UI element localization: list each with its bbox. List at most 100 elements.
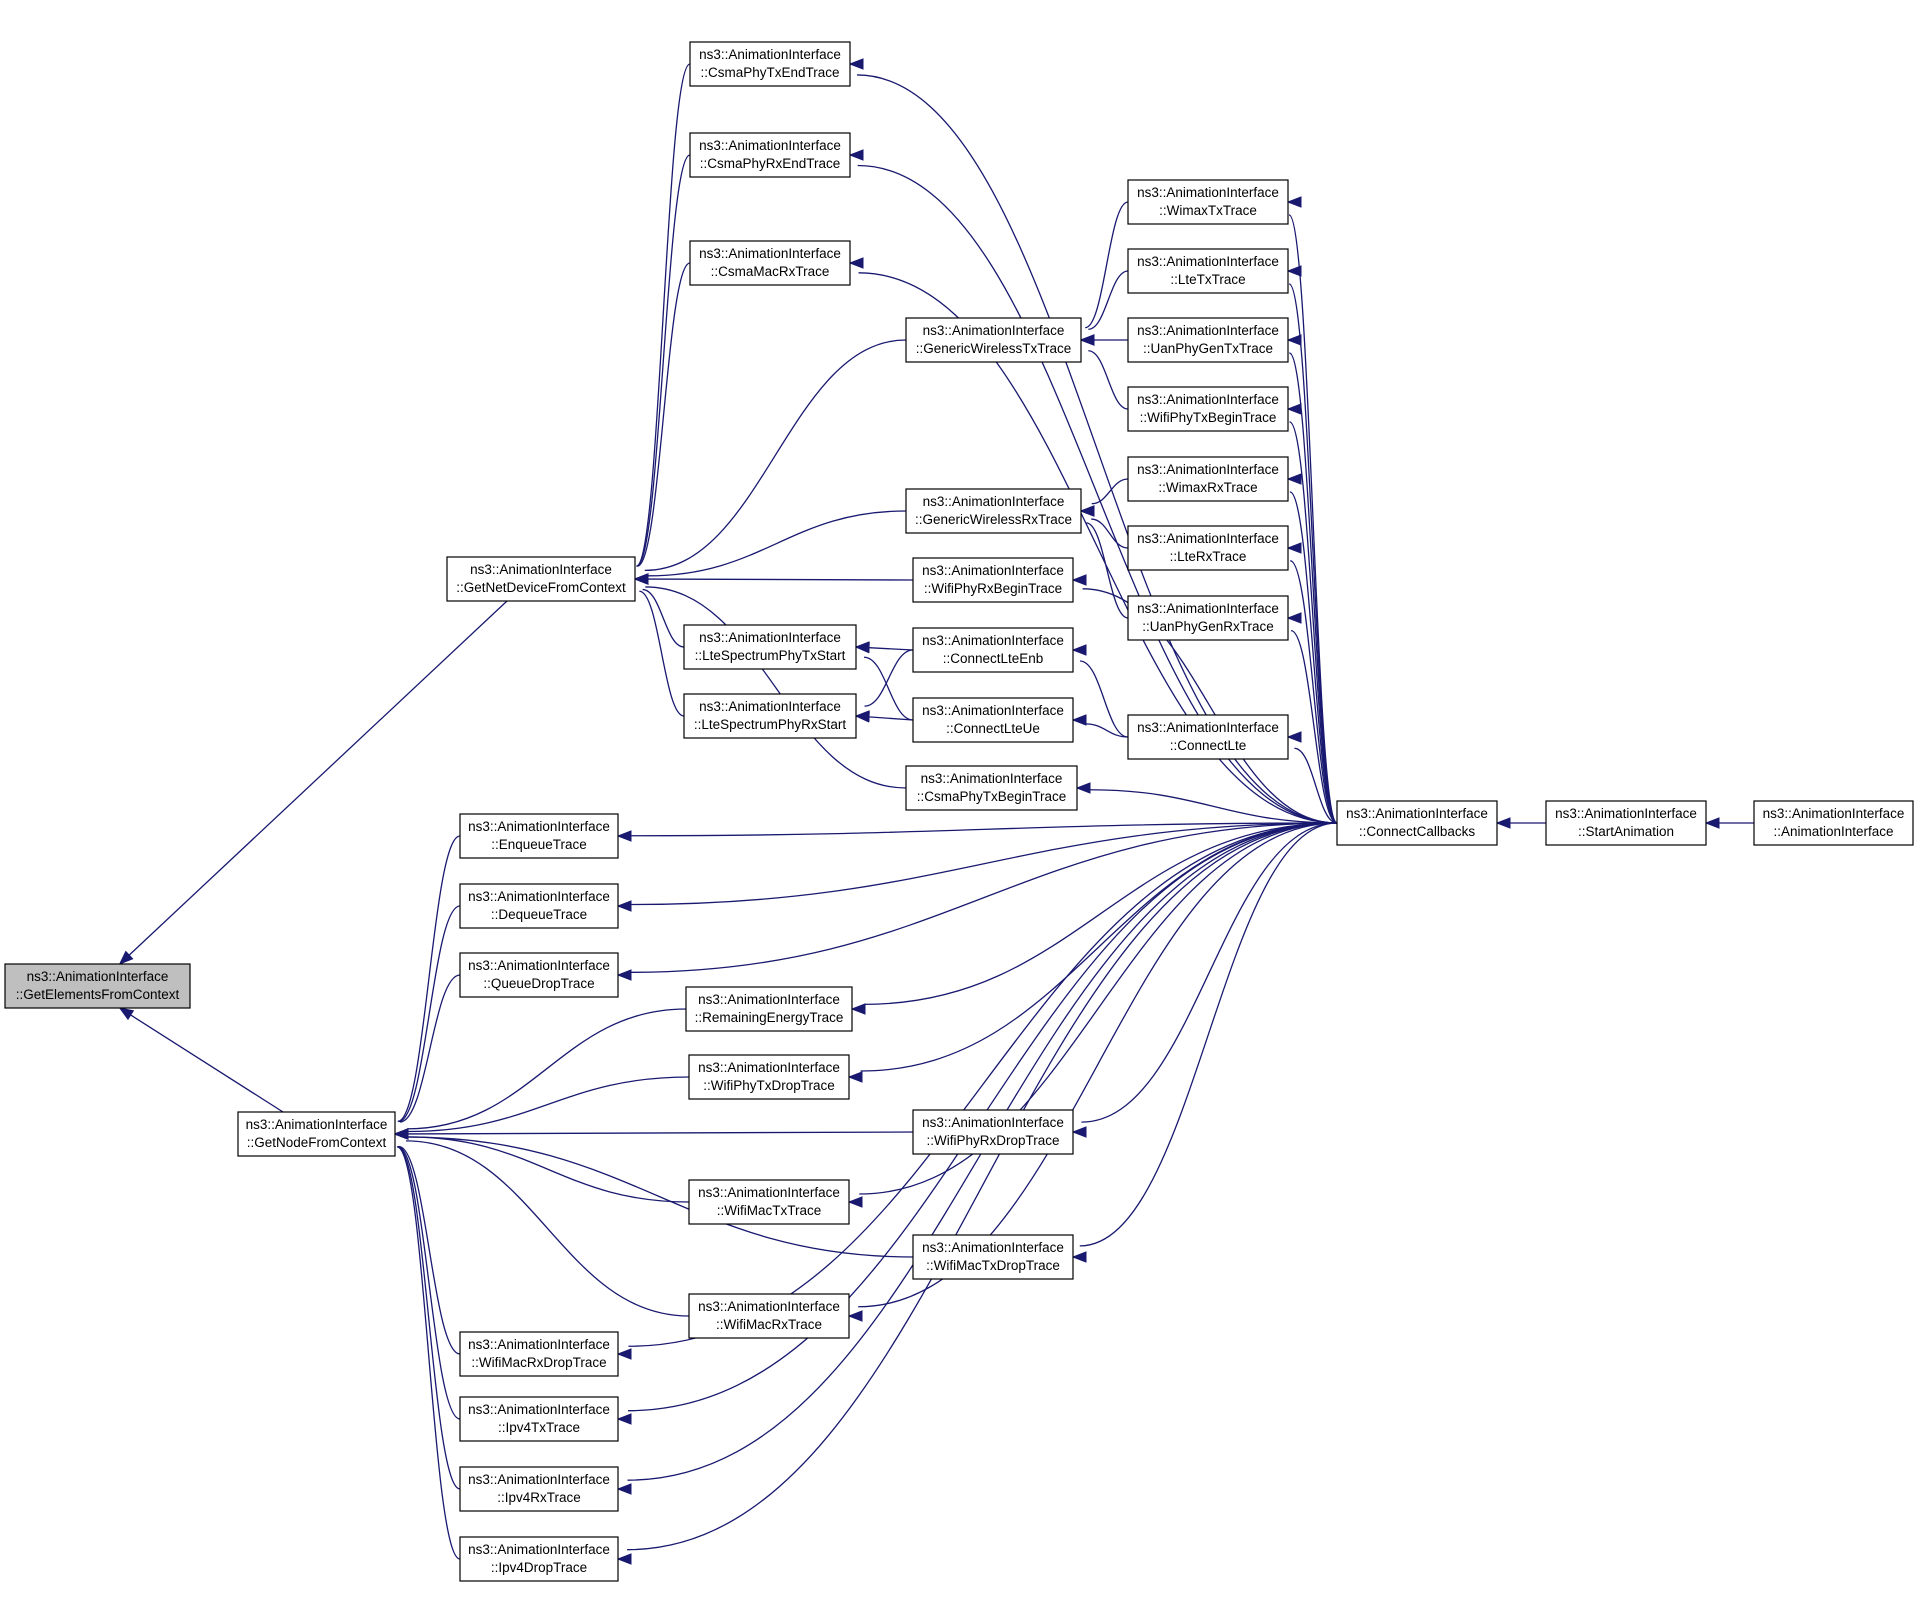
function-box[interactable] xyxy=(1127,386,1289,432)
function-box[interactable] xyxy=(912,557,1074,603)
node-method-label: ::UanPhyGenRxTrace xyxy=(1142,619,1274,634)
node-lrt[interactable]: ns3::AnimationInterface::LteRxTrace xyxy=(1127,525,1289,571)
function-box[interactable] xyxy=(237,1111,396,1157)
function-box[interactable] xyxy=(459,813,619,859)
node-wptb[interactable]: ns3::AnimationInterface::WifiPhyTxBeginT… xyxy=(1127,386,1289,432)
node-i4t[interactable]: ns3::AnimationInterface::Ipv4TxTrace xyxy=(459,1396,619,1442)
arrowhead-ai-to-sa xyxy=(1704,817,1720,829)
function-box[interactable] xyxy=(905,317,1082,363)
node-wmtd[interactable]: ns3::AnimationInterface::WifiMacTxDropTr… xyxy=(912,1234,1074,1280)
node-wmt[interactable]: ns3::AnimationInterface::WifiMacTxTrace xyxy=(688,1179,850,1225)
node-wmr[interactable]: ns3::AnimationInterface::WifiMacRxTrace xyxy=(688,1293,850,1339)
function-box[interactable] xyxy=(688,1179,850,1225)
node-upgt[interactable]: ns3::AnimationInterface::UanPhyGenTxTrac… xyxy=(1127,317,1289,363)
edge-cc-to-wmr xyxy=(858,822,1338,1308)
function-box[interactable] xyxy=(685,986,853,1032)
node-ai[interactable]: ns3::AnimationInterface::AnimationInterf… xyxy=(1753,800,1914,846)
function-box[interactable] xyxy=(1336,800,1498,846)
edge-cle-to-lspr xyxy=(864,649,914,707)
node-gndfc[interactable]: ns3::AnimationInterface::GetNetDeviceFro… xyxy=(446,556,636,602)
edge-deq-to-gnfc xyxy=(398,905,461,1123)
node-cc[interactable]: ns3::AnimationInterface::ConnectCallback… xyxy=(1336,800,1498,846)
node-ret[interactable]: ns3::AnimationInterface::RemainingEnergy… xyxy=(685,986,853,1032)
function-box[interactable] xyxy=(688,1054,850,1100)
arrowhead-cc-to-qd xyxy=(616,969,632,981)
node-cle[interactable]: ns3::AnimationInterface::ConnectLteEnb xyxy=(912,627,1074,673)
function-box[interactable] xyxy=(1127,317,1289,363)
node-lspt[interactable]: ns3::AnimationInterface::LteSpectrumPhyT… xyxy=(683,624,857,670)
function-box[interactable] xyxy=(683,693,857,739)
function-box[interactable] xyxy=(459,952,619,998)
node-wxt[interactable]: ns3::AnimationInterface::WimaxTxTrace xyxy=(1127,179,1289,225)
node-cptb[interactable]: ns3::AnimationInterface::CsmaPhyTxBeginT… xyxy=(905,765,1078,811)
node-cpte[interactable]: ns3::AnimationInterface::CsmaPhyTxEndTra… xyxy=(689,41,851,87)
node-sa[interactable]: ns3::AnimationInterface::StartAnimation xyxy=(1545,800,1707,846)
function-box[interactable] xyxy=(1127,595,1289,641)
node-deq[interactable]: ns3::AnimationInterface::DequeueTrace xyxy=(459,883,619,929)
function-box[interactable] xyxy=(459,1466,619,1512)
node-method-label: ::WimaxRxTrace xyxy=(1158,480,1257,495)
function-box[interactable] xyxy=(912,627,1074,673)
function-box[interactable] xyxy=(905,765,1078,811)
edge-ret-to-gnfc xyxy=(406,1008,687,1130)
edge-wmtd-to-gnfc xyxy=(407,1136,914,1258)
node-gwr[interactable]: ns3::AnimationInterface::GenericWireless… xyxy=(905,488,1082,534)
edge-wprb-to-gndfc xyxy=(647,578,914,581)
edge-cpre-to-gndfc xyxy=(636,154,691,567)
function-box[interactable] xyxy=(1127,179,1289,225)
function-box[interactable] xyxy=(459,1536,619,1582)
function-box[interactable] xyxy=(446,556,636,602)
edge-i4r-to-gnfc xyxy=(397,1146,461,1490)
function-box[interactable] xyxy=(689,240,851,286)
node-namespace-label: ns3::AnimationInterface xyxy=(699,630,841,645)
function-box[interactable] xyxy=(1545,800,1707,846)
arrowhead-clte-to-cle xyxy=(1071,644,1087,656)
function-box[interactable] xyxy=(689,132,851,178)
arrowhead-gndfc-to-gefc xyxy=(118,950,134,965)
edge-cc-to-deq xyxy=(630,822,1338,906)
function-box[interactable] xyxy=(1127,456,1289,502)
function-box[interactable] xyxy=(912,1109,1074,1155)
node-wxr[interactable]: ns3::AnimationInterface::WimaxRxTrace xyxy=(1127,456,1289,502)
edge-cc-to-clte xyxy=(1294,747,1338,824)
node-wprb[interactable]: ns3::AnimationInterface::WifiPhyRxBeginT… xyxy=(912,557,1074,603)
edge-lrt-to-gwr xyxy=(1091,518,1129,549)
node-wptd[interactable]: ns3::AnimationInterface::WifiPhyTxDropTr… xyxy=(688,1054,850,1100)
function-box[interactable] xyxy=(689,41,851,87)
function-box[interactable] xyxy=(912,697,1074,743)
node-ltt[interactable]: ns3::AnimationInterface::LteTxTrace xyxy=(1127,248,1289,294)
node-lspr[interactable]: ns3::AnimationInterface::LteSpectrumPhyR… xyxy=(683,693,857,739)
node-clte[interactable]: ns3::AnimationInterface::ConnectLte xyxy=(1127,714,1289,760)
function-box[interactable] xyxy=(688,1293,850,1339)
arrowhead-cc-to-wptd xyxy=(847,1071,863,1083)
arrowhead-cc-to-lrt xyxy=(1286,542,1302,554)
arrowhead-cc-to-wptb xyxy=(1286,403,1302,415)
node-cmr[interactable]: ns3::AnimationInterface::CsmaMacRxTrace xyxy=(689,240,851,286)
node-namespace-label: ns3::AnimationInterface xyxy=(922,633,1064,648)
function-box[interactable] xyxy=(459,883,619,929)
node-qd[interactable]: ns3::AnimationInterface::QueueDropTrace xyxy=(459,952,619,998)
node-i4r[interactable]: ns3::AnimationInterface::Ipv4RxTrace xyxy=(459,1466,619,1512)
node-cpre[interactable]: ns3::AnimationInterface::CsmaPhyRxEndTra… xyxy=(689,132,851,178)
function-box[interactable] xyxy=(683,624,857,670)
edge-cc-to-cptb xyxy=(1089,789,1338,824)
function-box[interactable] xyxy=(459,1331,619,1377)
node-wmrd[interactable]: ns3::AnimationInterface::WifiMacRxDropTr… xyxy=(459,1331,619,1377)
node-clu[interactable]: ns3::AnimationInterface::ConnectLteUe xyxy=(912,697,1074,743)
function-box[interactable] xyxy=(1127,714,1289,760)
node-method-label: ::ConnectLteEnb xyxy=(943,651,1044,666)
function-box[interactable] xyxy=(1127,525,1289,571)
node-enq[interactable]: ns3::AnimationInterface::EnqueueTrace xyxy=(459,813,619,859)
node-i4d[interactable]: ns3::AnimationInterface::Ipv4DropTrace xyxy=(459,1536,619,1582)
node-upgr[interactable]: ns3::AnimationInterface::UanPhyGenRxTrac… xyxy=(1127,595,1289,641)
function-box[interactable] xyxy=(1127,248,1289,294)
edge-gndfc-to-gefc xyxy=(128,600,508,956)
node-gwt[interactable]: ns3::AnimationInterface::GenericWireless… xyxy=(905,317,1082,363)
function-box[interactable] xyxy=(459,1396,619,1442)
function-box[interactable] xyxy=(912,1234,1074,1280)
node-gnfc[interactable]: ns3::AnimationInterface::GetNodeFromCont… xyxy=(237,1111,396,1157)
function-box[interactable] xyxy=(905,488,1082,534)
function-box[interactable] xyxy=(1753,800,1914,846)
node-wprd[interactable]: ns3::AnimationInterface::WifiPhyRxDropTr… xyxy=(912,1109,1074,1155)
node-namespace-label: ns3::AnimationInterface xyxy=(468,1472,610,1487)
